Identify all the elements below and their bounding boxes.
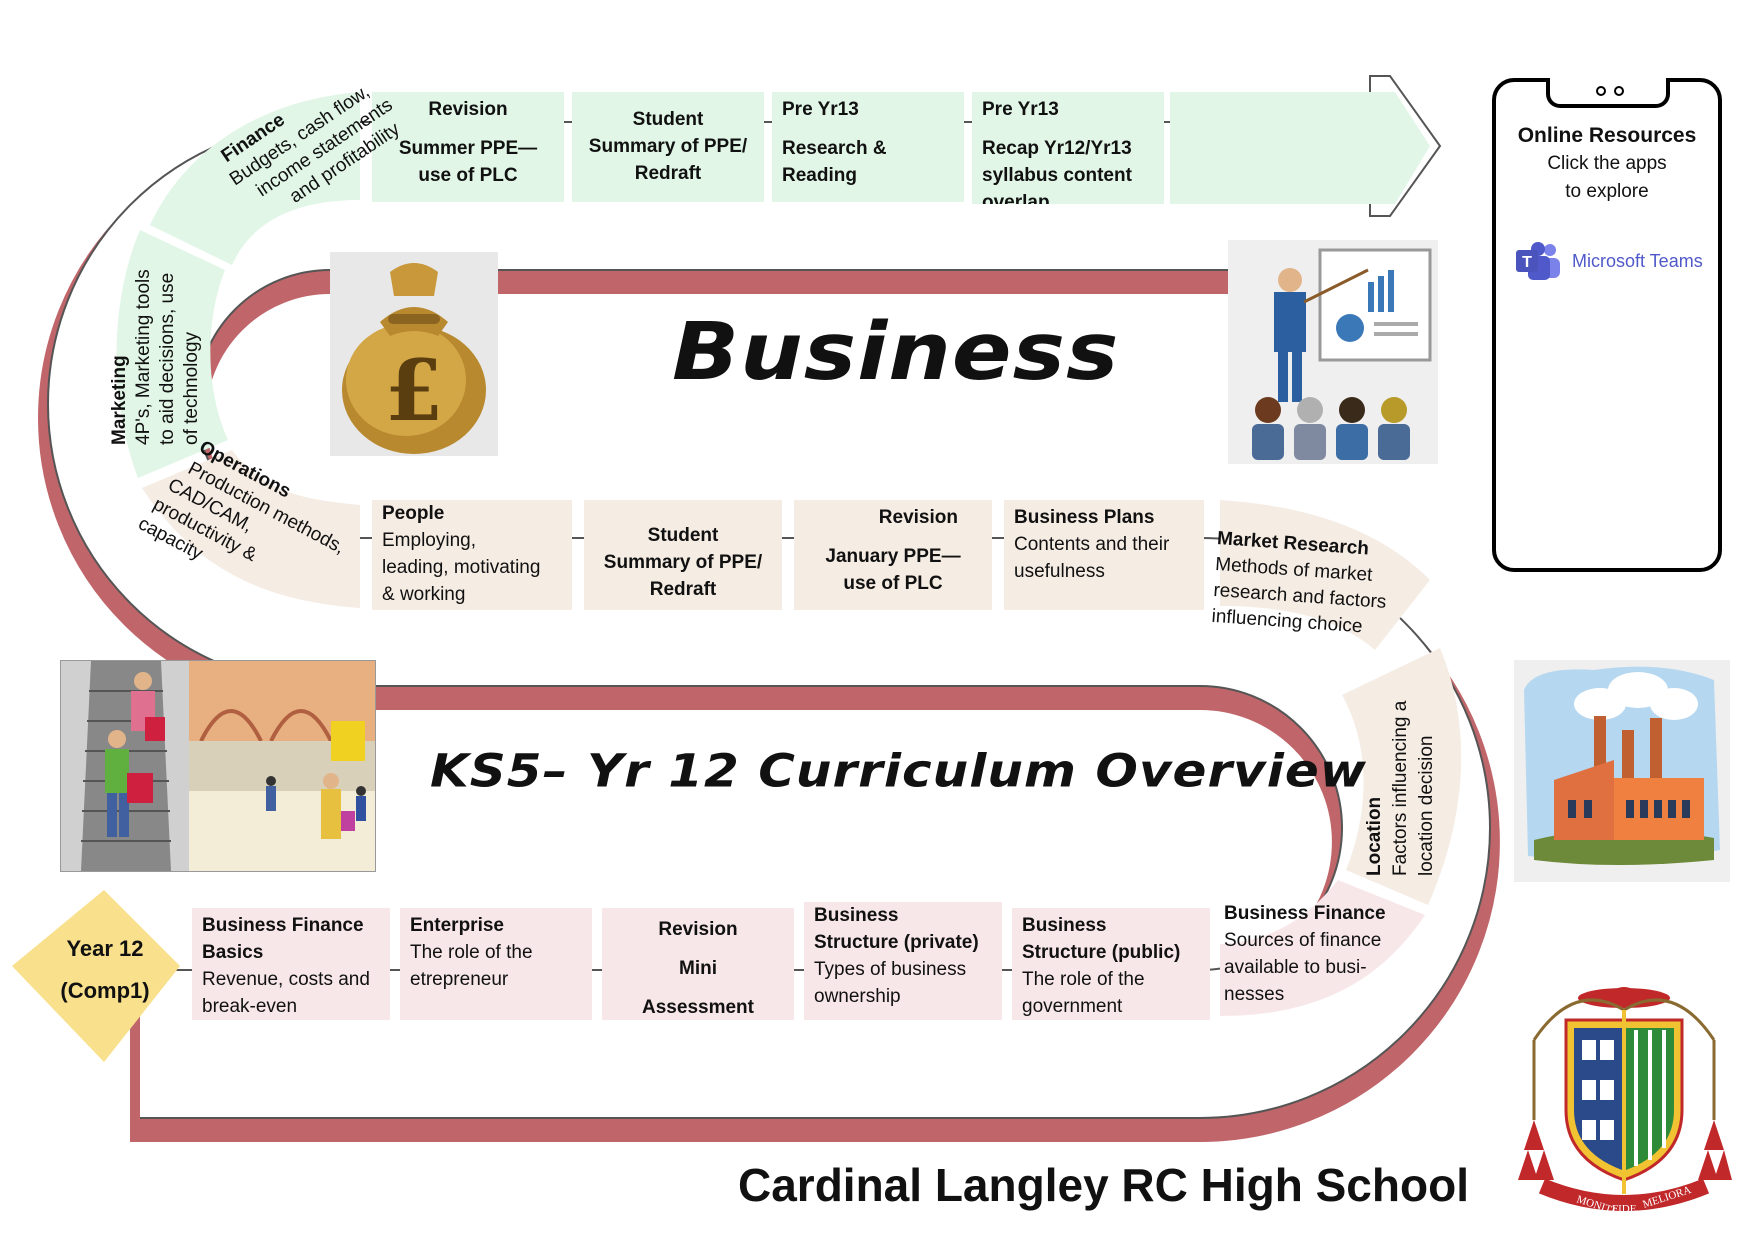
svg-text:T: T <box>1522 254 1532 271</box>
tile-head: Revision <box>878 507 958 528</box>
svg-text:£: £ <box>385 341 443 440</box>
tile-line: syllabus content <box>982 165 1132 186</box>
tile-head: People <box>382 503 445 524</box>
tile-market-research: Market Research Methods of market resear… <box>1211 526 1391 642</box>
tile-head: Structure (private) <box>814 932 979 953</box>
online-resources-title: Online Resources <box>1517 124 1697 147</box>
tile-line: leading, motivating <box>382 557 541 578</box>
tile-line: Summary of PPE/ <box>603 552 763 573</box>
tile-line: available to busi- <box>1224 957 1367 978</box>
tile-head: Business Finance <box>202 915 364 936</box>
tile-line: Summer PPE— <box>398 138 538 159</box>
tile-location: Location Factors influencing a location … <box>1362 701 1440 876</box>
tile-head: Marketing <box>109 355 130 445</box>
tile-business-structure-private: Business Structure (private) Types of bu… <box>804 902 1002 1020</box>
tile-head: Pre Yr13 <box>782 99 859 120</box>
tile-line: & working <box>382 584 466 605</box>
tile-pre-yr13-recap: Pre Yr13 Recap Yr12/Yr13 syllabus conten… <box>972 92 1164 204</box>
crest-motto-word: FIDE <box>1612 1203 1637 1215</box>
tile-line: 4P's, Marketing tools <box>133 269 154 445</box>
tile-line: location decision <box>1416 735 1437 876</box>
tile-line: Employing, <box>382 530 476 551</box>
tile-marketing: Marketing 4P's, Marketing tools to aid d… <box>108 269 204 445</box>
tile-line: nesses <box>1224 984 1285 1005</box>
tile-head: Business <box>1022 915 1107 936</box>
tile-line: Revenue, costs and <box>202 969 370 990</box>
tile-head: Revision <box>428 99 508 120</box>
tile-line: Student <box>647 525 719 546</box>
tile-pre-yr13-research: Pre Yr13 Research & Reading <box>772 92 964 202</box>
tile-line: Summary of PPE/ <box>588 136 748 157</box>
tile-head: Business Finance <box>1224 903 1386 924</box>
tile-line: The role of the <box>1022 969 1145 990</box>
presenter-image <box>1228 240 1438 464</box>
school-crest-logo: MONITI FIDE MELIORA <box>1514 980 1734 1220</box>
online-resources-panel: Online Resources Click the apps to explo… <box>1492 78 1722 572</box>
tile-head: Business <box>814 905 899 926</box>
tile-enterprise: Enterprise The role of the etrepreneur <box>400 908 592 1020</box>
tile-line: to aid decisions, use <box>157 272 178 445</box>
tile-head: Mini <box>679 958 717 979</box>
tile-line: Recap Yr12/Yr13 <box>982 138 1132 159</box>
factory-image <box>1514 660 1730 882</box>
tile-head: Basics <box>202 942 264 963</box>
tile-revision-summer: Revision Summer PPE— use of PLC <box>372 92 564 202</box>
microsoft-teams-label: Microsoft Teams <box>1572 250 1703 271</box>
tile-line: Research & <box>782 138 887 159</box>
tile-head: Revision <box>658 919 738 940</box>
school-name: Cardinal Langley RC High School <box>738 1159 1469 1211</box>
tile-line: Redraft <box>649 579 717 600</box>
tile-line: use of PLC <box>418 165 518 186</box>
tile-student-summary-top: Student Summary of PPE/ Redraft <box>572 92 764 202</box>
phone-notch <box>1546 78 1670 108</box>
tile-line: The role of the <box>410 942 533 963</box>
start-marker: Year 12 (Comp1) <box>40 928 170 1012</box>
online-resources-line: Click the apps <box>1547 153 1667 174</box>
tile-line: break-even <box>202 996 298 1017</box>
tile-head: Assessment <box>642 997 754 1018</box>
tile-line: Student <box>632 109 704 130</box>
tile-business-plans: Business Plans Contents and their useful… <box>1004 500 1204 610</box>
online-resources-line: to explore <box>1565 181 1649 202</box>
tile-head: Location <box>1364 796 1385 876</box>
tile-line: Reading <box>782 165 857 186</box>
tile-business-structure-public: Business Structure (public) The role of … <box>1012 908 1210 1020</box>
tile-line: overlap <box>982 192 1050 204</box>
start-marker-component: (Comp1) <box>60 978 150 1003</box>
tile-revision-mini: Revision Mini Assessment <box>602 908 794 1020</box>
microsoft-teams-icon: T <box>1516 242 1560 280</box>
camera-dot-icon <box>1596 86 1606 96</box>
tile-line: January PPE— <box>825 546 961 567</box>
start-marker-year: Year 12 <box>66 936 144 961</box>
tile-line: government <box>1022 996 1123 1017</box>
tile-line: of technology <box>181 331 202 445</box>
tile-line: use of PLC <box>843 573 943 594</box>
tile-line: Redraft <box>634 163 702 184</box>
tile-line: practices <box>382 608 562 610</box>
camera-dot-icon <box>1614 86 1624 96</box>
tile-line: Factors influencing a <box>1390 700 1411 876</box>
tile-line: ownership <box>814 986 901 1007</box>
tile-line: Sources of finance <box>1224 930 1382 951</box>
tile-sources-of-finance: Business Finance Sources of finance avai… <box>1214 900 1414 1012</box>
tile-head: Enterprise <box>410 915 504 936</box>
tile-line: Types of business <box>814 959 967 980</box>
tile-business-finance-basics: Business Finance Basics Revenue, costs a… <box>192 908 390 1020</box>
tile-head: Business Plans <box>1014 507 1155 528</box>
tile-head: Structure (public) <box>1022 942 1181 963</box>
shopping-centre-image <box>60 660 376 872</box>
tile-line: Contents and their <box>1014 534 1170 555</box>
tile-head: Pre Yr13 <box>982 99 1059 120</box>
page-subtitle: KS5– Yr 12 Curriculum Overview <box>430 744 1367 798</box>
page-title: Business <box>672 305 1120 398</box>
crest-motto-word: MELIORA <box>1641 1184 1692 1211</box>
tile-student-summary-mid: Student Summary of PPE/ Redraft <box>584 500 782 610</box>
microsoft-teams-link[interactable]: T Microsoft Teams <box>1516 240 1703 282</box>
tile-line: usefulness <box>1014 561 1105 582</box>
tile-line: etrepreneur <box>410 969 509 990</box>
tile-people: People Employing, leading, motivating & … <box>372 500 572 610</box>
money-bag-image: £ <box>330 252 498 456</box>
tile-revision-january: Revision January PPE— use of PLC <box>794 500 992 610</box>
